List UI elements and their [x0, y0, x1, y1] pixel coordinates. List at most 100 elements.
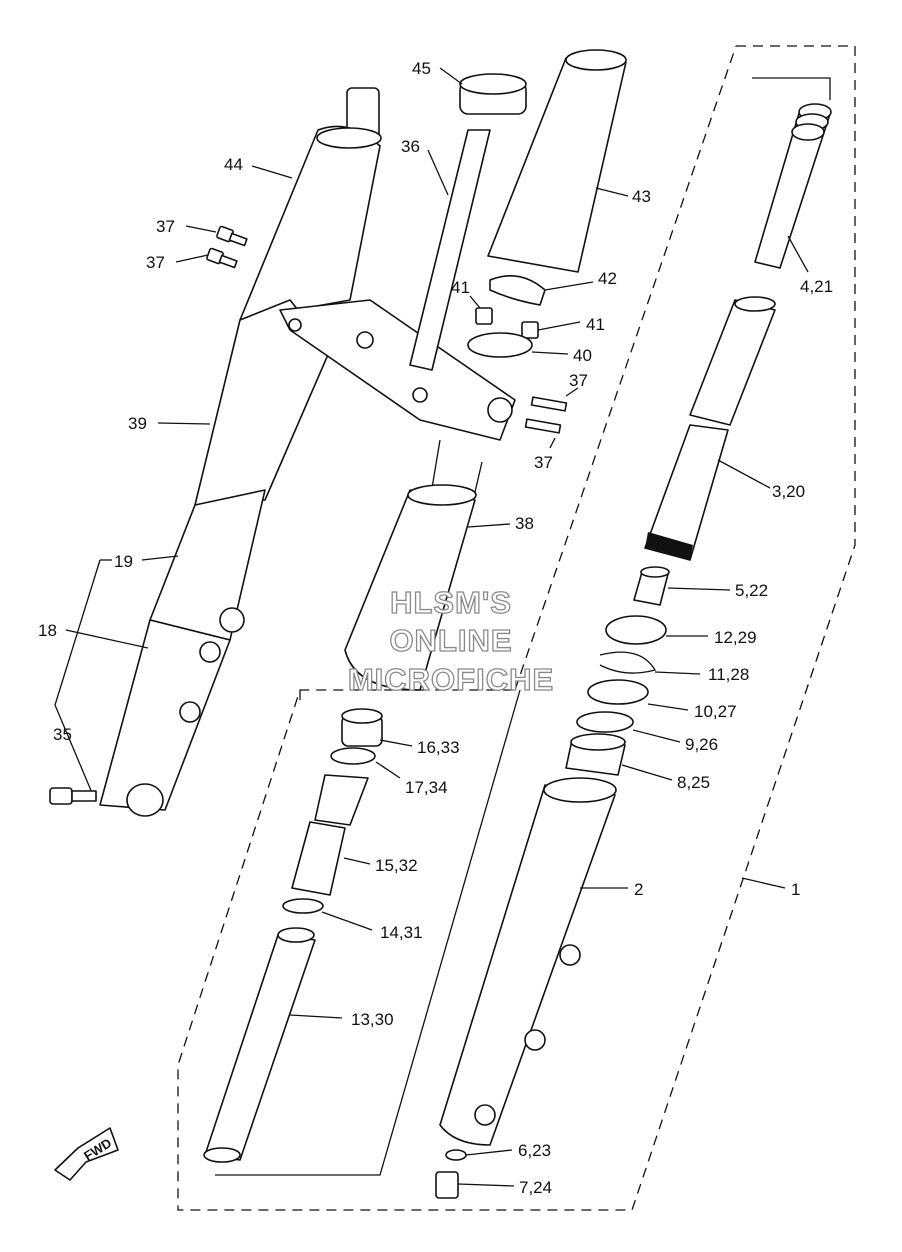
part-8-25-bushing[interactable]	[565, 733, 626, 776]
callout-41b[interactable]: 41	[586, 315, 605, 334]
leader-11-28	[654, 671, 701, 675]
fwd-direction-arrow-icon: FWD	[54, 1127, 119, 1181]
assembly-boundary-outer	[177, 45, 856, 1211]
callouts: 45 44 36 43 37 37 42 41 41 40 37 37 39 3…	[38, 59, 833, 1197]
callout-11-28[interactable]: 11,28	[708, 665, 749, 684]
leader-37c	[565, 387, 579, 397]
part-37-bolts-upper[interactable]	[206, 225, 248, 269]
part-14-31-washer[interactable]	[282, 898, 324, 914]
part-spacer[interactable]	[314, 774, 369, 826]
leader-18	[65, 629, 149, 649]
callout-6-23[interactable]: 6,23	[518, 1141, 551, 1160]
part-16-33-cap-bolt[interactable]	[341, 708, 383, 747]
leader-14-31	[321, 911, 373, 931]
callout-37c[interactable]: 37	[569, 371, 588, 390]
callout-1[interactable]: 1	[791, 880, 800, 899]
part-15-32-spacer[interactable]	[291, 821, 346, 896]
callout-19[interactable]: 19	[114, 552, 133, 571]
part-9-26-seal[interactable]	[576, 711, 634, 733]
leader-8-25	[621, 764, 673, 781]
part-37-bolts-right[interactable]	[524, 396, 568, 434]
part-43-head-cover[interactable]	[487, 49, 627, 273]
sub-assembly-bracket-13-30	[215, 689, 521, 1176]
part-41-nut-right[interactable]	[521, 321, 539, 339]
sub-assembly-bracket-35	[54, 559, 101, 801]
callout-9-26[interactable]: 9,26	[685, 735, 718, 754]
leader-4-21	[787, 235, 809, 273]
watermark: HLSM'S ONLINE MICROFICHE	[347, 584, 554, 697]
part-45-bearing-cap[interactable]	[459, 73, 527, 115]
part-17-34-o-ring[interactable]	[330, 747, 376, 765]
watermark-line-1: HLSM'S	[390, 585, 512, 620]
callout-5-22[interactable]: 5,22	[735, 581, 768, 600]
leader-41a	[469, 295, 481, 309]
callout-41a[interactable]: 41	[451, 278, 470, 297]
leader-41b	[537, 321, 581, 331]
callout-18[interactable]: 18	[38, 621, 57, 640]
callout-44[interactable]: 44	[224, 155, 243, 174]
part-38-cover[interactable]	[344, 439, 483, 691]
part-6-23-washer[interactable]	[445, 1149, 467, 1161]
callout-37d[interactable]: 37	[534, 453, 553, 472]
callout-10-27[interactable]: 10,27	[694, 702, 737, 721]
callout-14-31[interactable]: 14,31	[380, 923, 423, 942]
part-13-30-fork-spring[interactable]	[203, 927, 316, 1163]
part-2-outer-tube[interactable]	[439, 777, 617, 1146]
part-36-steering-shaft[interactable]	[409, 129, 491, 371]
part-40-washer[interactable]	[467, 332, 533, 358]
leader-5-22	[667, 587, 731, 591]
leader-39	[157, 422, 211, 425]
callout-8-25[interactable]: 8,25	[677, 773, 710, 792]
leader-7-24	[457, 1183, 515, 1187]
callout-43[interactable]: 43	[632, 187, 651, 206]
callout-17-34[interactable]: 17,34	[405, 778, 448, 797]
leader-44	[251, 165, 293, 179]
callout-15-32[interactable]: 15,32	[375, 856, 418, 875]
leader-15-32	[343, 857, 371, 865]
callout-45[interactable]: 45	[412, 59, 431, 78]
callout-35[interactable]: 35	[53, 725, 72, 744]
callout-2[interactable]: 2	[634, 880, 643, 899]
leader-17-34	[375, 761, 401, 779]
part-4-21-damper-rod[interactable]	[754, 103, 832, 269]
part-19-outer-tube[interactable]	[99, 607, 245, 817]
callout-37a[interactable]: 37	[156, 217, 175, 236]
part-12-29-oil-seal[interactable]	[605, 615, 667, 645]
callout-38[interactable]: 38	[515, 514, 534, 533]
callout-7-24[interactable]: 7,24	[519, 1178, 552, 1197]
leader-10-27	[647, 703, 689, 711]
callout-13-30[interactable]: 13,30	[351, 1010, 394, 1029]
leader-36	[427, 149, 449, 196]
callout-36[interactable]: 36	[401, 137, 420, 156]
callout-39[interactable]: 39	[128, 414, 147, 433]
part-10-27-washer[interactable]	[587, 679, 649, 705]
leader-6-23	[465, 1149, 513, 1156]
part-41-nut-left[interactable]	[475, 307, 493, 325]
part-44-fork-cover[interactable]	[239, 87, 382, 321]
sub-assembly-bracket-4-21	[752, 77, 831, 100]
callout-12-29[interactable]: 12,29	[714, 628, 757, 647]
leader-45	[439, 67, 463, 85]
part-39-fork-cover-lower[interactable]	[149, 299, 331, 641]
part-11-28-clip[interactable]	[599, 651, 657, 674]
callout-42[interactable]: 42	[598, 269, 617, 288]
part-5-22-bushing[interactable]	[633, 566, 670, 606]
part-42-ring-nut[interactable]	[489, 274, 546, 306]
part-under-bracket[interactable]	[279, 299, 516, 441]
leader-37d	[549, 437, 556, 449]
callout-3-20[interactable]: 3,20	[772, 482, 805, 501]
leader-37a	[185, 225, 217, 233]
callout-40[interactable]: 40	[573, 346, 592, 365]
callout-16-33[interactable]: 16,33	[417, 738, 460, 757]
callout-37b[interactable]: 37	[146, 253, 165, 272]
part-7-24-bolt[interactable]	[435, 1171, 459, 1199]
leader-37b	[175, 254, 209, 263]
callout-4-21[interactable]: 4,21	[800, 277, 833, 296]
leader-43	[595, 187, 629, 197]
part-3-20-inner-tube[interactable]	[644, 296, 776, 561]
leader-1	[741, 877, 786, 889]
part-35-bolt[interactable]	[49, 787, 97, 805]
assembly-boundary-inner	[514, 45, 737, 691]
